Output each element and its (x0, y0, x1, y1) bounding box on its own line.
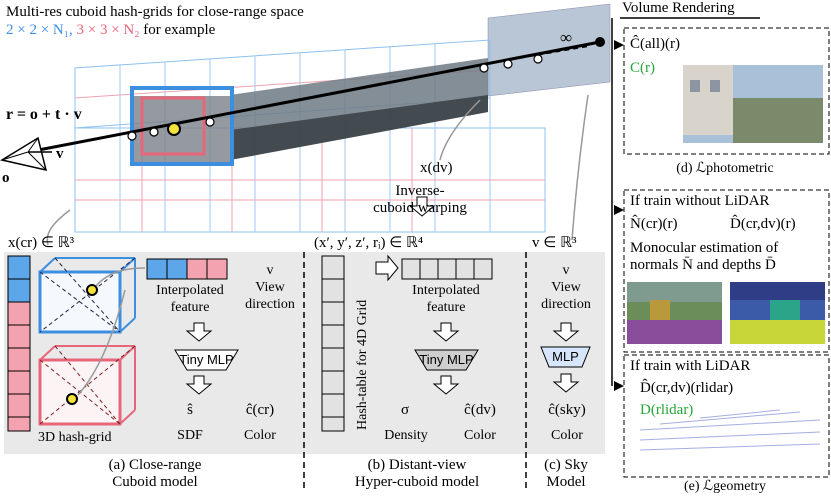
interp-feature-a: Interpolated feature (156, 283, 224, 315)
rendered-street-image (683, 65, 823, 143)
warp-label: Inverse- cuboid warping (373, 183, 467, 216)
cuboid-grid (0, 3, 611, 233)
view-direction-c: v View direction (541, 263, 591, 312)
caption-d: (d) ℒphotometric (676, 161, 774, 176)
highlight-cuboid-blue (130, 86, 234, 166)
example-suffix: for example (143, 22, 216, 38)
example-pink: 3 × 3 × N₂ (76, 22, 140, 38)
sample-point (167, 122, 181, 136)
feature-vector-a (146, 258, 228, 280)
hash-table-column-b (321, 255, 345, 432)
ray-equation: r = o + t · v (6, 106, 82, 123)
camera-icon (0, 136, 48, 172)
mlp-c-label: MLP (552, 349, 579, 364)
c-gt-label: C(r) (630, 60, 655, 76)
blue-cube (38, 257, 136, 334)
color-cr-label: Color (244, 428, 276, 443)
hash-table-column-a (7, 255, 31, 432)
sky-photo-plane (487, 3, 611, 97)
infinity-label: ∞ (560, 28, 573, 47)
color-dv-label: Color (464, 428, 496, 443)
input-x-cr: x(cr) ∈ ℝ³ (8, 235, 75, 251)
color-dv-symbol: ĉ(dv) (464, 402, 496, 418)
d-lidar-label: D̂(cr,dv)(rlidar) (640, 380, 734, 396)
density-symbol: σ (400, 402, 410, 418)
view-label: v (56, 146, 64, 162)
n-cr-label: N̂(cr)(r) (630, 216, 678, 232)
color-sky-label: Color (551, 428, 583, 443)
input-4d: (x′, y′, z′, rᵢ) ∈ ℝ⁴ (314, 235, 424, 251)
caption-e: (e) ℒgeometry (684, 479, 766, 494)
panel-e-bottom-box (623, 354, 830, 478)
mlp-c (540, 346, 591, 368)
sdf-label: SDF (177, 428, 203, 443)
lidar-pointcloud (639, 409, 821, 451)
header-title: Multi-res cuboid hash-grids for close-ra… (6, 4, 304, 20)
mono-label: Monocular estimation of normals N̄ and d… (630, 240, 779, 273)
depth-map (730, 282, 825, 344)
warp-arrow (408, 196, 436, 217)
sdf-symbol: ŝ (187, 402, 193, 418)
density-label: Density (384, 428, 428, 443)
no-lidar-label: If train without LiDAR (630, 193, 770, 209)
ray-line (27, 40, 601, 154)
caption-b: (b) Distant-view Hyper-cuboid model (354, 457, 480, 490)
panel-d-box (623, 27, 830, 155)
d-gt-label: D(rlidar) (640, 402, 694, 418)
hash-grid-label: 3D hash-grid (38, 430, 112, 445)
example-blue: 2 × 2 × N₁, (6, 22, 73, 38)
feature-vector-b (401, 258, 493, 280)
tiny-mlp-b (414, 349, 479, 371)
highlight-cuboid-pink (140, 96, 206, 156)
header-example: 2 × 2 × N₁, 3 × 3 × N₂ for example (6, 22, 215, 39)
caption-a: (a) Close-range Cuboid model (108, 457, 202, 490)
input-v: v ∈ ℝ³ (532, 235, 577, 251)
view-direction-a: v View direction (245, 263, 295, 312)
color-cr-symbol: ĉ(cr) (245, 402, 275, 418)
origin-label: o (2, 170, 10, 186)
c-all-label: Ĉ(all)(r) (630, 36, 680, 52)
panel-e-top-box (623, 189, 830, 353)
with-lidar-label: If train with LiDAR (630, 358, 751, 374)
color-sky-symbol: ĉ(sky) (548, 402, 586, 418)
volume-rendering-header: Volume Rendering (622, 0, 735, 16)
hash-table-4d-label: Hash-table for 4D Grid (355, 299, 370, 430)
interp-feature-b: Interpolated feature (412, 283, 480, 315)
d-crdv-label: D̂(cr,dv)(r) (730, 216, 796, 232)
tiny-mlp-b-label: Tiny MLP (419, 352, 474, 367)
tiny-mlp-a-label: Tiny MLP (179, 352, 234, 367)
caption-c: (c) Sky Model (544, 457, 588, 490)
normal-map (627, 282, 722, 344)
x-dv-label: x(dv) (420, 160, 453, 176)
tiny-mlp-a (174, 349, 239, 371)
